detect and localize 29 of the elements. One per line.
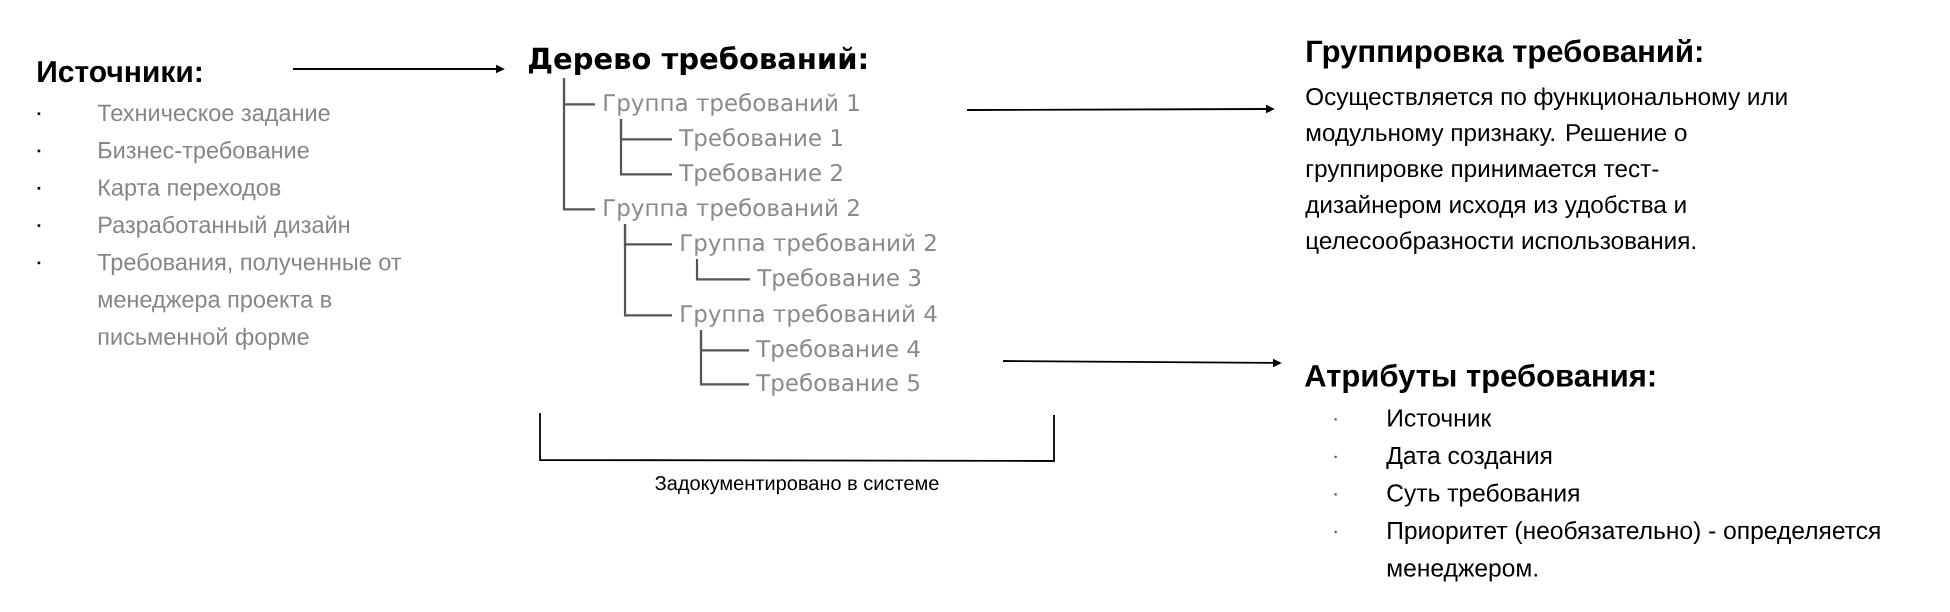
list-item: Техническое задание (97, 104, 330, 126)
list-item: Бизнес-требование (99, 141, 309, 164)
list-item: Требования, полученные от менеджера проекта в письменной форме (97, 252, 402, 350)
tree-item: Группа требований 2 (681, 233, 936, 256)
list-item: Приоритет (необязательно) - определяется менеджером. (1387, 520, 1880, 582)
list-item: Разработанный дизайн (99, 215, 350, 238)
tree-item: Группа требований 4 (681, 304, 937, 327)
heading: Источники: (38, 61, 201, 83)
list-item: Суть требования (1387, 483, 1579, 507)
tree-line (695, 259, 750, 281)
heading: Атрибуты требования: (1305, 363, 1655, 393)
bracket-label: Задокументировано в системе (655, 476, 939, 495)
tree-item: Требование 2 (679, 163, 842, 186)
list-item: Карта переходов (99, 179, 281, 201)
heading: Дерево требований: (528, 46, 866, 76)
tree-line (562, 78, 595, 211)
tree-item: Требование 3 (757, 268, 921, 291)
tree-line (699, 330, 749, 386)
list-item: Дата создания (1386, 447, 1552, 469)
tree-item: Требование 1 (679, 128, 842, 151)
tree-item: Группа требований 2 (604, 198, 859, 221)
tree-line (623, 224, 672, 317)
tree-item: Требование 5 (756, 373, 919, 396)
paragraph: Осуществляется по функциональному или модульному признаку. Решение о группировке принимается тест-дизайнером исходя из удобства и целесообразности использования. (1305, 87, 1787, 255)
list-item: Источник (1388, 409, 1492, 427)
tree-item: Требование 4 (756, 339, 920, 362)
tree-line (619, 119, 672, 176)
heading: Группировка требований: (1307, 38, 1702, 69)
tree-item: Группа требований 1 (604, 93, 859, 116)
